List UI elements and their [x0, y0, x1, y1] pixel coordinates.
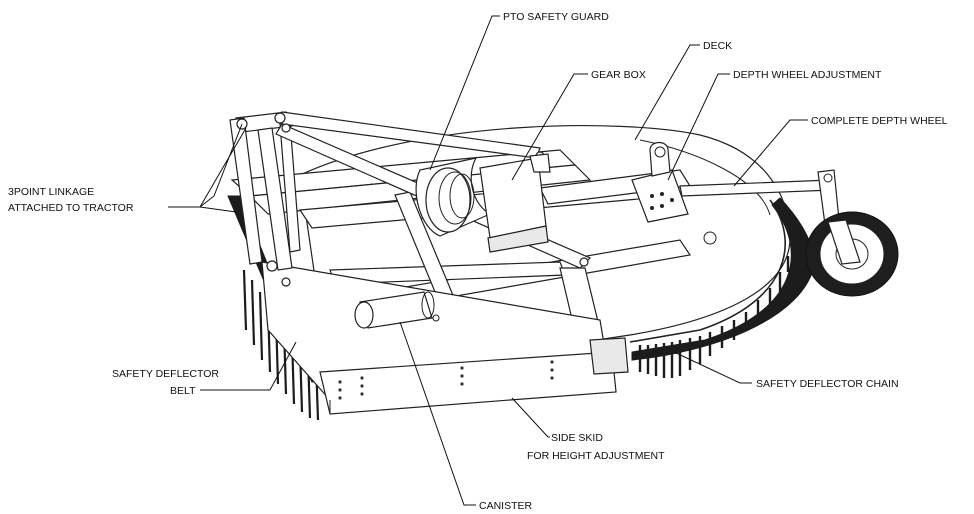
side-skid-drawing [261, 261, 629, 415]
leader-pto-safety-guard [429, 15, 500, 171]
label-side-skid-line2: FOR HEIGHT ADJUSTMENT [527, 450, 665, 462]
leader-safety-deflector-belt [200, 341, 297, 391]
leader-gear-box [511, 73, 588, 181]
label-complete-depth-wheel: COMPLETE DEPTH WHEEL [811, 115, 948, 127]
label-canister: CANISTER [479, 500, 533, 512]
pto-gearbox-drawing [415, 153, 551, 253]
leader-side-skid [511, 397, 550, 438]
label-gear-box: GEAR BOX [591, 69, 646, 81]
rotary-cutter-drawing [227, 111, 899, 421]
label-3point-linkage-line2: ATTACHED TO TRACTOR [8, 202, 134, 214]
leader-deck [634, 44, 700, 141]
canister-drawing [354, 291, 440, 329]
leader-safety-deflector-chain [673, 351, 752, 384]
leader-lines [168, 15, 808, 506]
complete-depth-wheel-drawing [679, 169, 899, 297]
label-3point-linkage-line1: 3POINT LINKAGE [8, 186, 94, 198]
label-side-skid-line1: SIDE SKID [551, 432, 603, 444]
depth-wheel-adjustment-drawing [631, 141, 717, 245]
label-depth-wheel-adjustment: DEPTH WHEEL ADJUSTMENT [733, 69, 882, 81]
label-pto-safety-guard: PTO SAFETY GUARD [503, 11, 609, 23]
label-safety-deflector-belt-line2: BELT [170, 385, 196, 397]
label-deck: DECK [703, 40, 732, 52]
leader-depth-wheel-adjustment [667, 73, 730, 181]
label-safety-deflector-chain: SAFETY DEFLECTOR CHAIN [756, 378, 899, 390]
leader-3point-linkage-b [199, 123, 243, 208]
leader-canister [399, 321, 476, 506]
label-safety-deflector-belt-line1: SAFETY DEFLECTOR [112, 368, 219, 380]
leader-complete-depth-wheel [733, 119, 808, 187]
leader-3point-linkage-c [199, 206, 237, 213]
callout-labels: PTO SAFETY GUARD DECK GEAR BOX DEPTH WHE… [8, 11, 948, 512]
